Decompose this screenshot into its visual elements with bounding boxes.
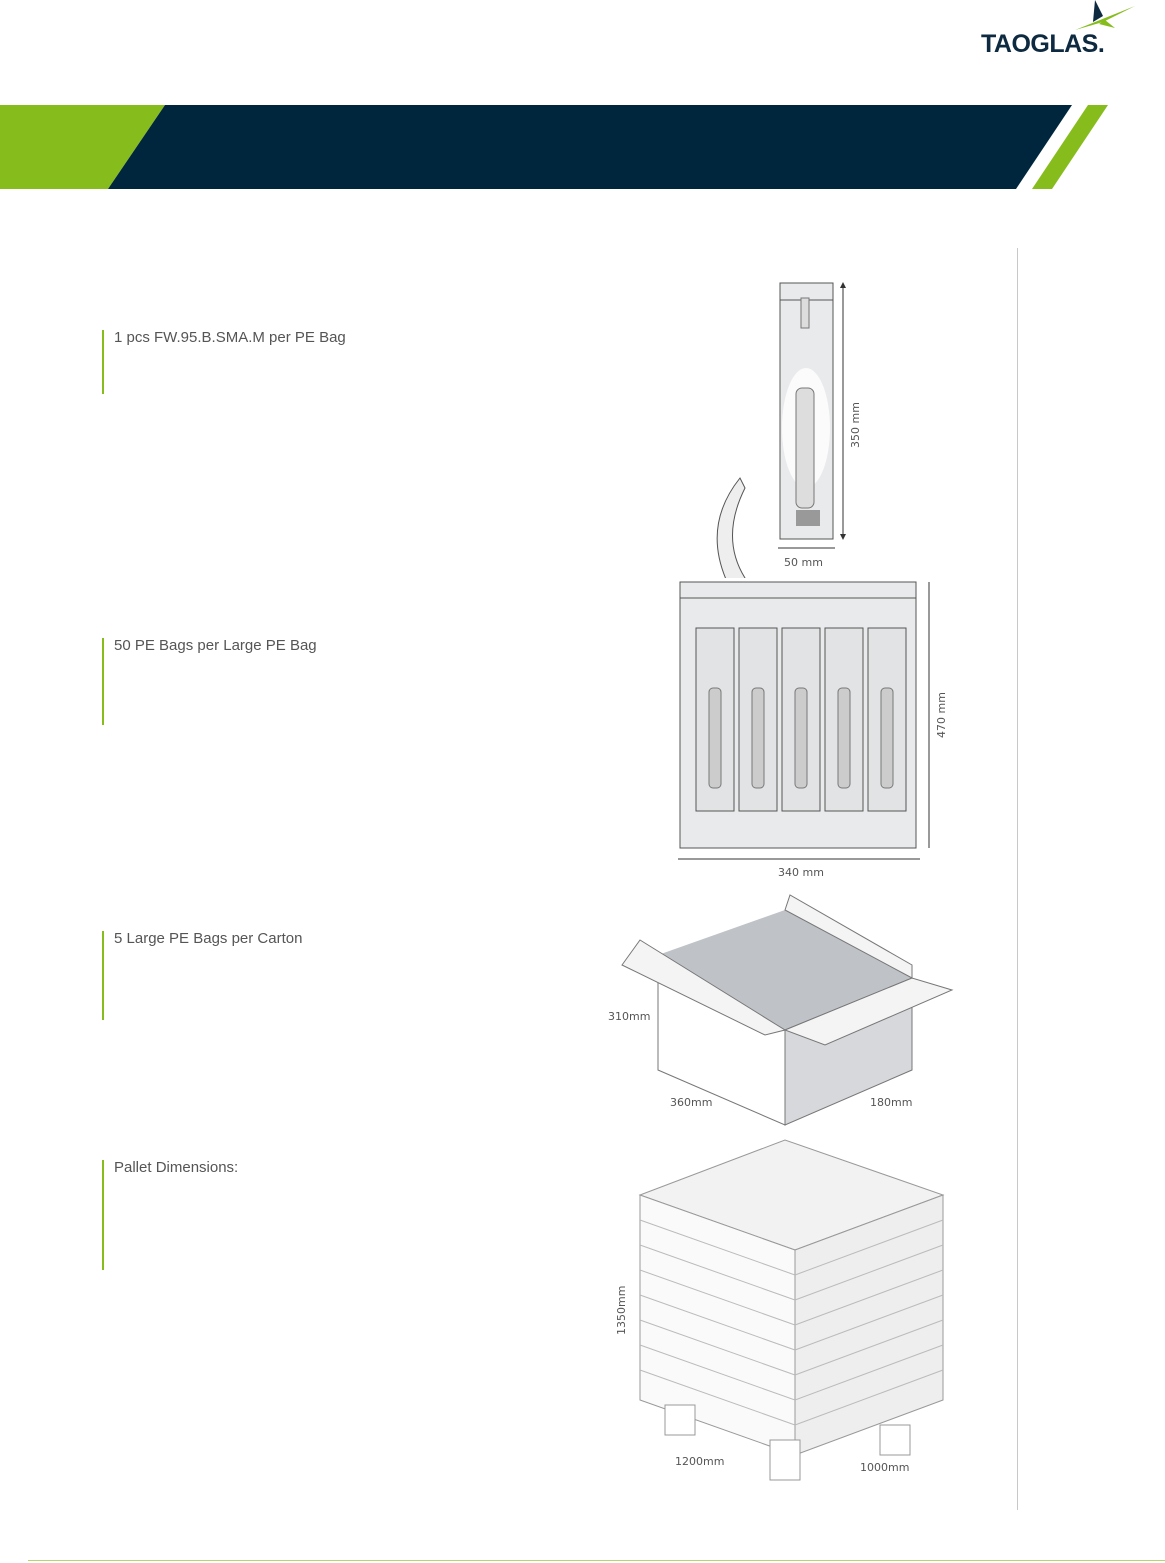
carton-row-line [794, 1219, 944, 1276]
step-text: 1 pcs FW.95.B.SMA.M per PE Bag [114, 329, 346, 346]
large-pe-bag-illustration: 470 mm 340 mm [678, 581, 948, 879]
step-pe-bag: 1 pcs FW.95.B.SMA.M per PE Bag [102, 329, 346, 394]
bag-height-label: 350 mm [849, 402, 862, 448]
antenna-drawing [751, 687, 765, 789]
carton-length-label: 360mm [670, 1096, 712, 1109]
carton-row-line [794, 1294, 944, 1351]
taoglas-logo: TAOGLAS. [975, 0, 1145, 62]
carton-row-line [639, 1319, 796, 1376]
carton-row-line [639, 1219, 796, 1276]
carton-row-line [794, 1369, 944, 1426]
header-banner [0, 105, 1108, 189]
antenna-drawing [880, 687, 894, 789]
antenna-drawing [708, 687, 722, 789]
carton-row-line [639, 1369, 796, 1426]
pallet-height-label: 1350mm [615, 1286, 628, 1335]
pallet-width-label: 1000mm [860, 1461, 909, 1474]
large-bag-width-label: 340 mm [778, 866, 824, 879]
logo-text: TAOGLAS. [981, 30, 1105, 58]
step-pallet: Pallet Dimensions: [102, 1159, 239, 1270]
pallet-length-label: 1200mm [675, 1455, 724, 1468]
bag-width-label: 50 mm [784, 556, 823, 569]
carton-row-line [794, 1244, 944, 1301]
carton-row-line [639, 1344, 796, 1401]
right-divider [1017, 248, 1018, 1510]
step-large-pe-bag: 50 PE Bags per Large PE Bag [102, 637, 317, 725]
large-bag-height-label: 470 mm [935, 692, 948, 738]
pallet-illustration: 1350mm 1200mm 1000mm [615, 1139, 945, 1481]
carton-illustration: 310mm 360mm 180mm [608, 894, 954, 1126]
step-text: 50 PE Bags per Large PE Bag [114, 637, 317, 654]
antenna-drawing [837, 687, 851, 789]
carton-row-line [794, 1269, 944, 1326]
antenna-drawing [794, 687, 808, 789]
carton-height-label: 310mm [608, 1010, 650, 1023]
carton-row-line [639, 1294, 796, 1351]
carton-width-label: 180mm [870, 1096, 912, 1109]
carton-row-line [639, 1269, 796, 1326]
carton-row-line [794, 1319, 944, 1376]
step-text: Pallet Dimensions: [114, 1159, 239, 1176]
step-carton: 5 Large PE Bags per Carton [102, 930, 303, 1020]
carton-row-line [639, 1244, 796, 1301]
logo-star-icon [1075, 0, 1135, 30]
step-text: 5 Large PE Bags per Carton [114, 930, 303, 947]
carton-row-line [794, 1344, 944, 1401]
pe-bag-illustration: 350 mm 50 mm [716, 282, 862, 578]
footer-line [28, 1560, 1165, 1561]
